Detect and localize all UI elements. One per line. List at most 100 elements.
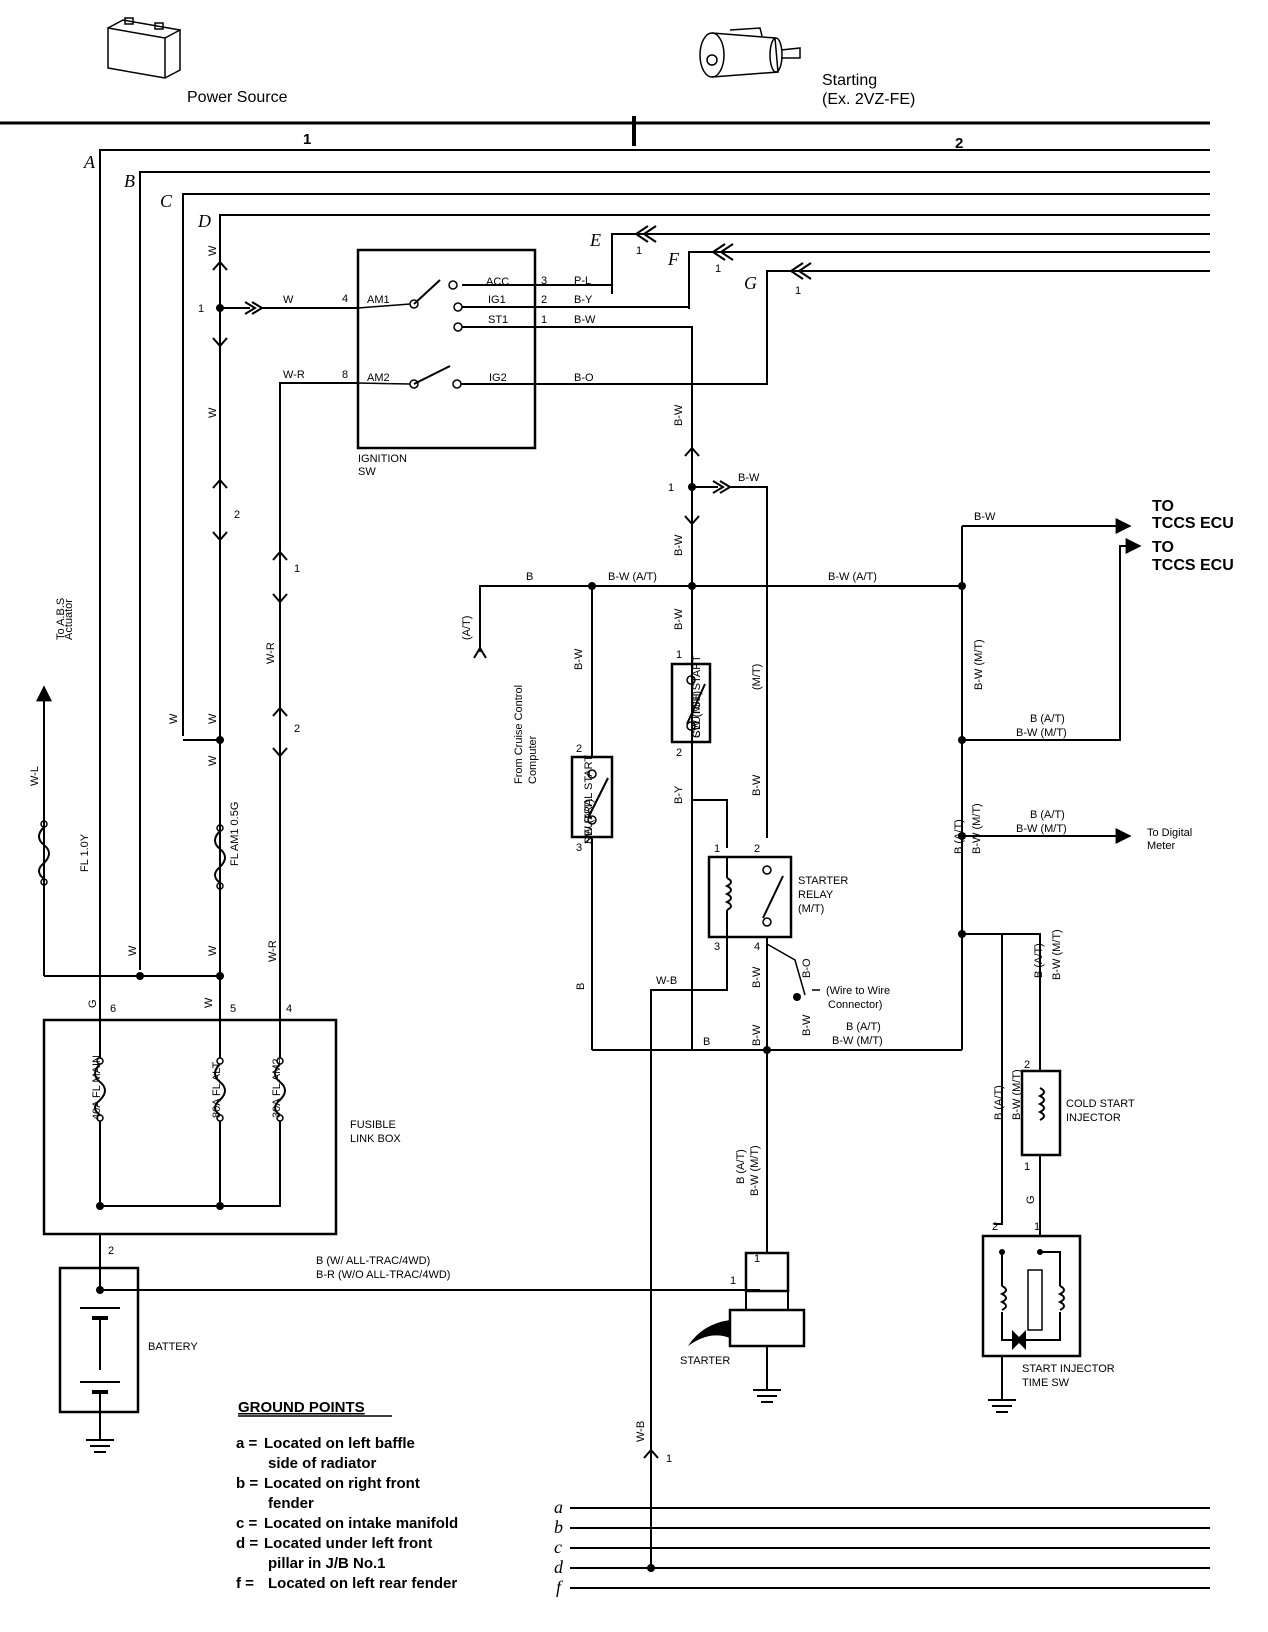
- starting-subtitle: (Ex. 2VZ-FE): [822, 91, 915, 108]
- cold-start-pin-2: 2: [1024, 1059, 1030, 1071]
- terminal-st1: ST1: [488, 314, 508, 326]
- terminal-ig1: IG1: [488, 294, 506, 306]
- wire-label-at-v: (A/T): [461, 616, 473, 640]
- wire-label-b-at-ecu2: B (A/T): [1030, 713, 1065, 725]
- cruise-label-1: From Cruise Control: [513, 685, 525, 784]
- fuse-fl-am2: [96, 1057, 286, 1210]
- ns-pin-2: 2: [576, 743, 582, 755]
- connector-num-1b: 1: [294, 563, 300, 575]
- wire-label-b-w-mt-right: B-W (M/T): [973, 639, 985, 690]
- wire-label-b-w-v1: B-W: [673, 404, 685, 426]
- flb-pin-6: 6: [110, 1003, 116, 1015]
- connector-e-num: 1: [636, 245, 642, 257]
- gp-text2-d: pillar in J/B No.1: [268, 1555, 386, 1572]
- b-w-st-line: [684, 446, 768, 838]
- wire-label-b-o: B-O: [574, 372, 594, 384]
- wire-label-b-w-wc: B-W: [801, 1014, 813, 1036]
- fusible-link-label-2: LINK BOX: [350, 1133, 401, 1145]
- wire-label-b-w-mt-ecu2: B-W (M/T): [1016, 727, 1067, 739]
- relay-pin-2: 2: [754, 843, 760, 855]
- terminal-ig2: IG2: [489, 372, 507, 384]
- tccs-label-ecu-2: TCCS ECU: [1152, 557, 1234, 574]
- wire-label-w-7: W: [127, 945, 139, 956]
- fuse-fl-am1-label: FL AM1 0.5G: [229, 802, 241, 866]
- pin-3: 3: [541, 275, 547, 287]
- starter-relay-label-2: RELAY: [798, 889, 834, 901]
- wire-label-b-at-starter: B (A/T): [735, 1149, 747, 1184]
- w-r-am2-line: [272, 382, 358, 1015]
- at-horizontal-line: [473, 582, 966, 659]
- wire-label-b-w-at-1: B-W (A/T): [608, 571, 657, 583]
- ground-letter-a: a: [554, 1497, 563, 1517]
- gp-key-d: d =: [236, 1535, 258, 1552]
- wire-label-w-b-ground: W-B: [635, 1421, 647, 1442]
- relay-pin-3: 3: [714, 941, 720, 953]
- section-number-2: 2: [955, 135, 963, 152]
- wire-label-w-2: W: [283, 294, 294, 306]
- starter-motor-header-icon: [699, 27, 801, 78]
- start-injector-internals: [999, 1249, 1065, 1400]
- starter-pin-1a: 1: [754, 1253, 760, 1265]
- start-injector-time-switch-box: [981, 1234, 1082, 1358]
- power-source-title: Power Source: [187, 89, 288, 106]
- ignition-switch-contacts: [357, 279, 463, 389]
- abs-label-2: Actuator: [63, 599, 75, 640]
- connector-num-2b: 2: [294, 723, 300, 735]
- ground-letter-c: c: [554, 1537, 562, 1557]
- digital-meter-label-1: To Digital: [1147, 827, 1192, 839]
- sits-pin-1: 1: [1034, 1221, 1040, 1233]
- wire-label-b-w-mt-bottom: B-W (M/T): [832, 1035, 883, 1047]
- gp-key-f: f =: [236, 1575, 254, 1592]
- pin-4-am1: 4: [342, 293, 348, 305]
- starter-relay-label-3: (M/T): [798, 903, 824, 915]
- wire-connector-label-2: Connector): [828, 999, 882, 1011]
- wire-label-b-w-mt-digital: B-W (M/T): [1016, 823, 1067, 835]
- terminal-am2: AM2: [367, 372, 390, 384]
- neutral-start-label-1: NEUTRAL START: [583, 755, 595, 844]
- start-injector-label-1: START INJECTOR: [1022, 1363, 1115, 1375]
- clutch-start-label-2: SW (M/T): [691, 691, 703, 738]
- fuse-fl-10y: [38, 820, 50, 886]
- ignition-switch-box: [356, 248, 537, 450]
- wire-label-mt-v: (M/T): [751, 664, 763, 690]
- ground-letter-f: f: [556, 1577, 564, 1597]
- fuse-fl-alt: [214, 1057, 226, 1206]
- pin-1: 1: [541, 314, 547, 326]
- connector-num-2: 2: [234, 509, 240, 521]
- starter-feed-label-1: B (W/ ALL-TRAC/4WD): [316, 1255, 430, 1267]
- w-feed-line: [183, 260, 358, 980]
- connector-f-num: 1: [715, 263, 721, 275]
- ground-points-list: a = Located on left baffle side of radia…: [236, 1435, 458, 1592]
- gp-key-c: c =: [236, 1515, 258, 1532]
- wire-label-w-r-2: W-R: [265, 642, 277, 664]
- tccs-label-to-1: TO: [1152, 498, 1174, 515]
- gp-key-b: b =: [236, 1475, 258, 1492]
- wire-label-w-8: W: [207, 945, 219, 956]
- wire-label-w-3: W: [207, 407, 219, 418]
- section-number-1: 1: [303, 131, 311, 148]
- wire-connector-label-1: (Wire to Wire: [826, 985, 890, 997]
- wire-label-b-w-mt-starter: B-W (M/T): [749, 1145, 761, 1196]
- wire-label-b-y-cs: B-Y: [673, 785, 685, 804]
- sits-pin-2: 2: [992, 1221, 998, 1233]
- starter-pin-1b: 1: [730, 1275, 736, 1287]
- wire-label-b-w-v2: B-W: [673, 534, 685, 556]
- bus-letter-g: G: [744, 273, 757, 293]
- tccs-label-to-2: TO: [1152, 539, 1174, 556]
- bus-letter-c: C: [160, 191, 173, 211]
- battery-label: BATTERY: [148, 1341, 198, 1353]
- wire-label-w-l: W-L: [29, 766, 41, 786]
- bus-letter-d: D: [197, 211, 211, 231]
- cold-start-coil: [1037, 1087, 1045, 1121]
- ground-bus: [570, 1507, 1210, 1589]
- wire-label-b-at-cs2: B (A/T): [993, 1085, 1005, 1120]
- wire-label-b-w-mt-cs1: B-W (M/T): [1051, 929, 1063, 980]
- starter-label: STARTER: [680, 1355, 730, 1367]
- wire-label-b-at-digital: B (A/T): [1030, 809, 1065, 821]
- wire-label-b-w-ecu: B-W: [974, 511, 996, 523]
- battery-header-icon: [107, 17, 181, 79]
- wire-label-p-l: P-L: [574, 275, 591, 287]
- fuse-fl-10y-label: FL 1.0Y: [79, 833, 91, 872]
- ground-points-title: GROUND POINTS: [238, 1399, 365, 1416]
